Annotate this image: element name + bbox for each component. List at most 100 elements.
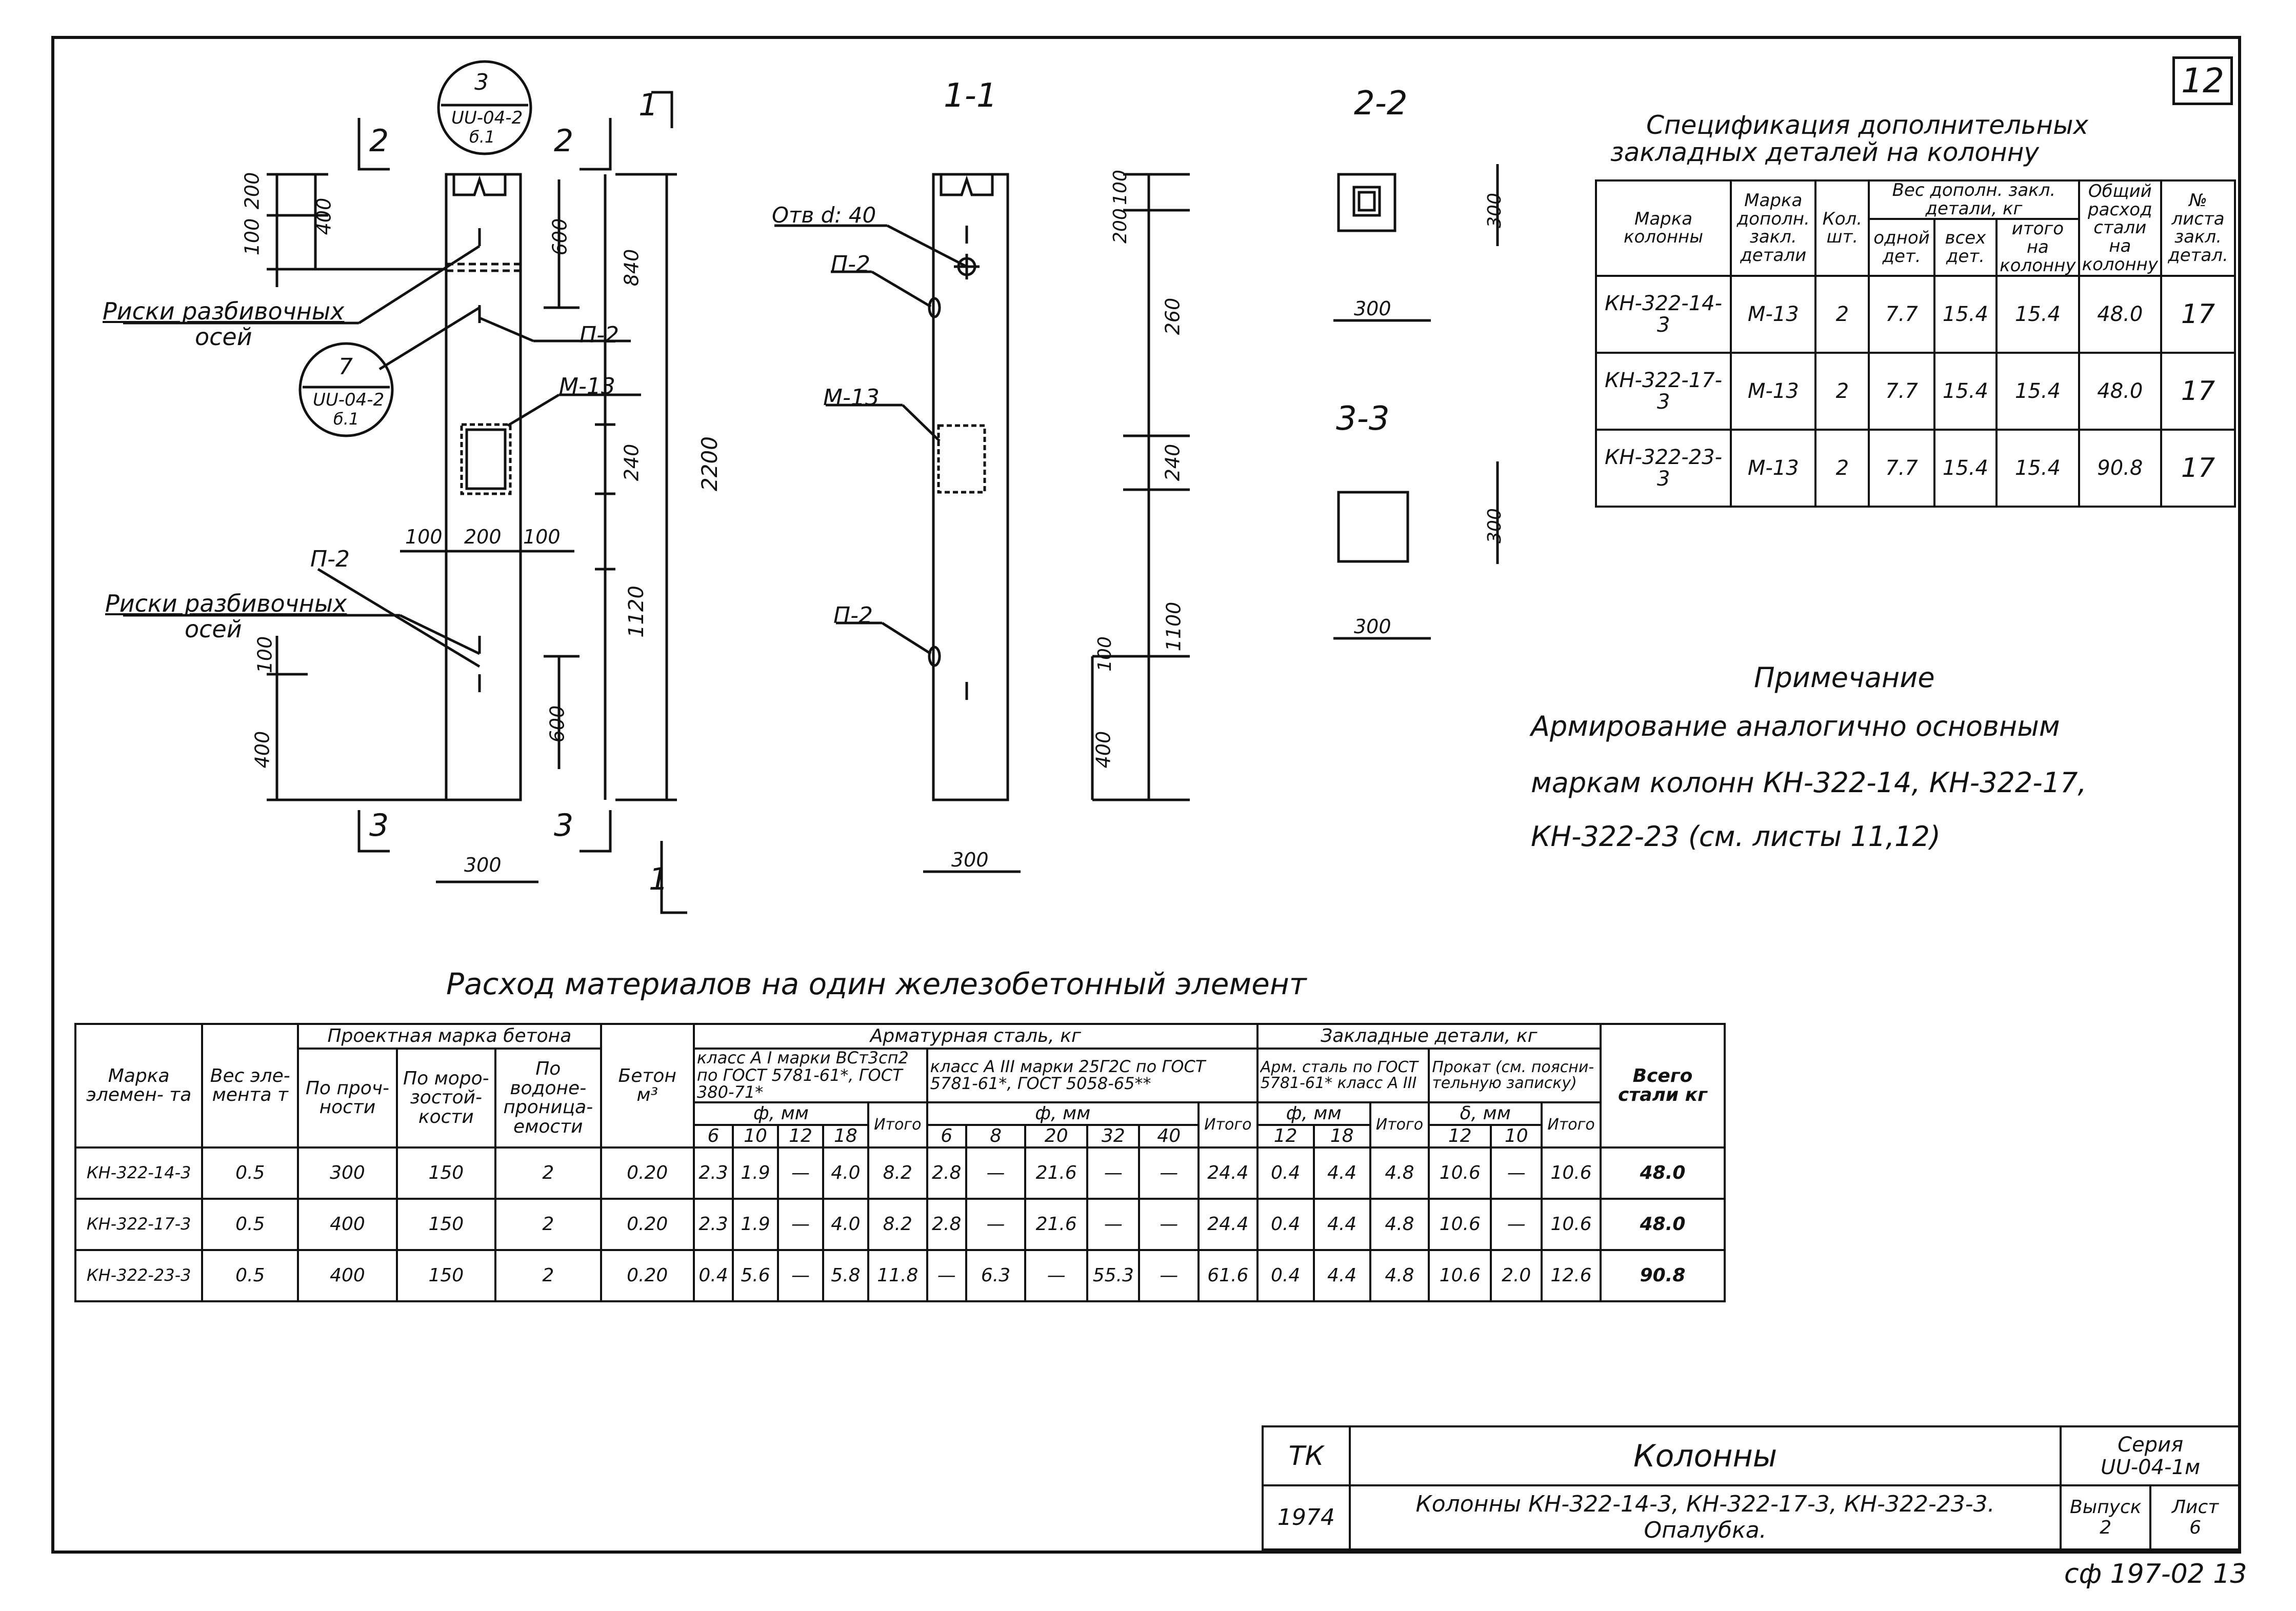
mat-h-class3: класс А III марки 25Г2С по ГОСТ 5781-61*… [926,1048,1259,1103]
dim-200b: 200 [464,526,502,548]
mat-h-total: Всего стали кг [1599,1023,1726,1149]
spec-h-total: итого на колонну [1995,218,2080,277]
mat-h-emb-arm: Арм. сталь по ГОСТ 5781-61* класс А III [1256,1048,1430,1103]
mat-h-rebar: Арматурная сталь, кг [692,1023,1259,1050]
dim-100d: 100 [253,636,276,674]
dim-1100: 1100 [1162,601,1185,652]
dim-100f: 100 [1094,636,1115,672]
mat-h-itogo-arm: Итого [1369,1101,1430,1149]
spec-h-sheet: № листа закл. детал. [2160,179,2236,277]
mat-h-emb-prof: Прокат (см. поясни- тельную записку) [1428,1048,1602,1103]
mat-h-water: По водоне- проница- емости [494,1048,602,1149]
dim-1120: 1120 [624,586,648,638]
dim-240b: 240 [1161,444,1184,481]
dim-300b: 300 [951,849,989,871]
label-risks-1b: осей [195,323,252,351]
section-1-1 [774,173,1190,873]
section-title-2-2: 2-2 [1354,85,1408,123]
dim-100e: 100 [1109,170,1131,205]
dim-300c: 300 [1484,193,1505,228]
section-title-1-1: 1-1 [944,77,997,115]
section-marker-1-bottom: 1 [649,861,669,897]
label-p2-c: П-2 [831,251,870,277]
note-title: Примечание [1754,661,1935,694]
spec-h-addmark: Марка дополн. закл. детали [1730,179,1817,277]
materials-table: Марка элемен- та Вес эле- мента т Проект… [74,1023,1726,1302]
mat-h-class1: класс А I марки ВСт3сп2 по ГОСТ 5781-61*… [692,1048,928,1103]
spec-h-one: одной дет. [1868,218,1935,277]
dim-300f: 300 [1354,615,1391,638]
dim-300e: 300 [1484,508,1505,543]
spec-title-2: закладных деталей на колонну [1610,137,2039,167]
note-line-2: маркам колонн КН-322-14, КН-322-17, [1531,767,2087,799]
mat-h-itogo1: Итого [867,1101,928,1149]
section-title-3-3: 3-3 [1336,400,1390,438]
spec-h-weight: Вес дополн. закл. детали, кг [1868,179,2080,220]
sheet-number-box: 12 [2172,56,2233,105]
section-3-3 [1333,461,1499,640]
dim-400c: 400 [1092,731,1115,769]
dim-840: 840 [620,249,643,287]
table-row: КН-322-23-3 М-13 2 7.7 15.4 15.4 90.8 17 [1594,429,2236,508]
dim-100c: 100 [523,526,561,548]
table-row: КН-322-14-3 М-13 2 7.7 15.4 15.4 48.0 17 [1594,275,2236,354]
label-m13-a: М-13 [559,373,615,399]
mat-h-emb: Закладные детали, кг [1256,1023,1602,1050]
callout-mid-ref: UU-04-2 [313,390,385,410]
mat-h-frost: По моро- зостой- кости [395,1048,497,1149]
spec-h-qty: Кол. шт. [1814,179,1870,277]
section-marker-1-top: 1 [638,87,658,123]
mat-h-strength: По проч- ности [297,1048,398,1149]
spec-title-1: Спецификация дополнительных [1646,110,2089,140]
sheet-frame [51,36,2241,1554]
stamp-title: Колонны [1348,1425,2062,1486]
spec-h-all: всех дет. [1933,218,1998,277]
materials-title: Расход материалов на один железобетонный… [446,966,1307,1001]
dim-600a: 600 [548,218,571,256]
mat-h-phi1: ф, мм [692,1101,869,1126]
column-elevation [123,60,687,914]
mat-h-itogo-prof: Итого [1541,1101,1602,1149]
mat-h-phi-arm: ф, мм [1256,1101,1371,1126]
section-2-2 [1333,164,1499,322]
label-p2-d: П-2 [833,602,873,629]
dim-100a: 100 [241,218,264,256]
table-row: КН-322-17-3 М-13 2 7.7 15.4 15.4 48.0 17 [1594,352,2236,431]
mat-h-itogo3: Итого [1197,1101,1259,1149]
dim-600b: 600 [546,705,569,743]
dim-200c: 200 [1109,208,1131,244]
note-line-1: Армирование аналогично основным [1531,710,2060,742]
label-risks-2a: Риски разбивочных [105,590,347,617]
label-risks-1a: Риски разбивочных [103,297,345,325]
stamp-subtitle: Колонны КН-322-14-3, КН-322-17-3, КН-322… [1348,1484,2062,1550]
stamp-org: ТК [1262,1425,1351,1486]
mat-h-mark: Марка элемен- та [74,1023,204,1149]
mat-h-weight: Вес эле- мента т [201,1023,300,1149]
label-risks-2b: осей [185,615,242,643]
mat-h-phi3: ф, мм [926,1101,1200,1126]
dim-400a: 400 [312,197,335,235]
callout-top-sheet: б.1 [469,127,495,147]
mat-h-delta: δ, мм [1428,1101,1543,1126]
callout-mid-sheet: б.1 [333,409,360,429]
bottom-code: сф 197-02 13 [2064,1559,2247,1589]
sheet-number: 12 [2181,61,2224,100]
callout-top-num: 3 [474,69,489,95]
dim-100b: 100 [405,526,443,548]
dim-240a: 240 [620,444,643,481]
label-m13-b: М-13 [823,385,880,411]
dim-300d: 300 [1354,297,1391,320]
label-p2-a: П-2 [580,322,619,348]
section-marker-2-left: 2 [369,123,389,159]
label-otv: Отв d: 40 [772,203,876,228]
